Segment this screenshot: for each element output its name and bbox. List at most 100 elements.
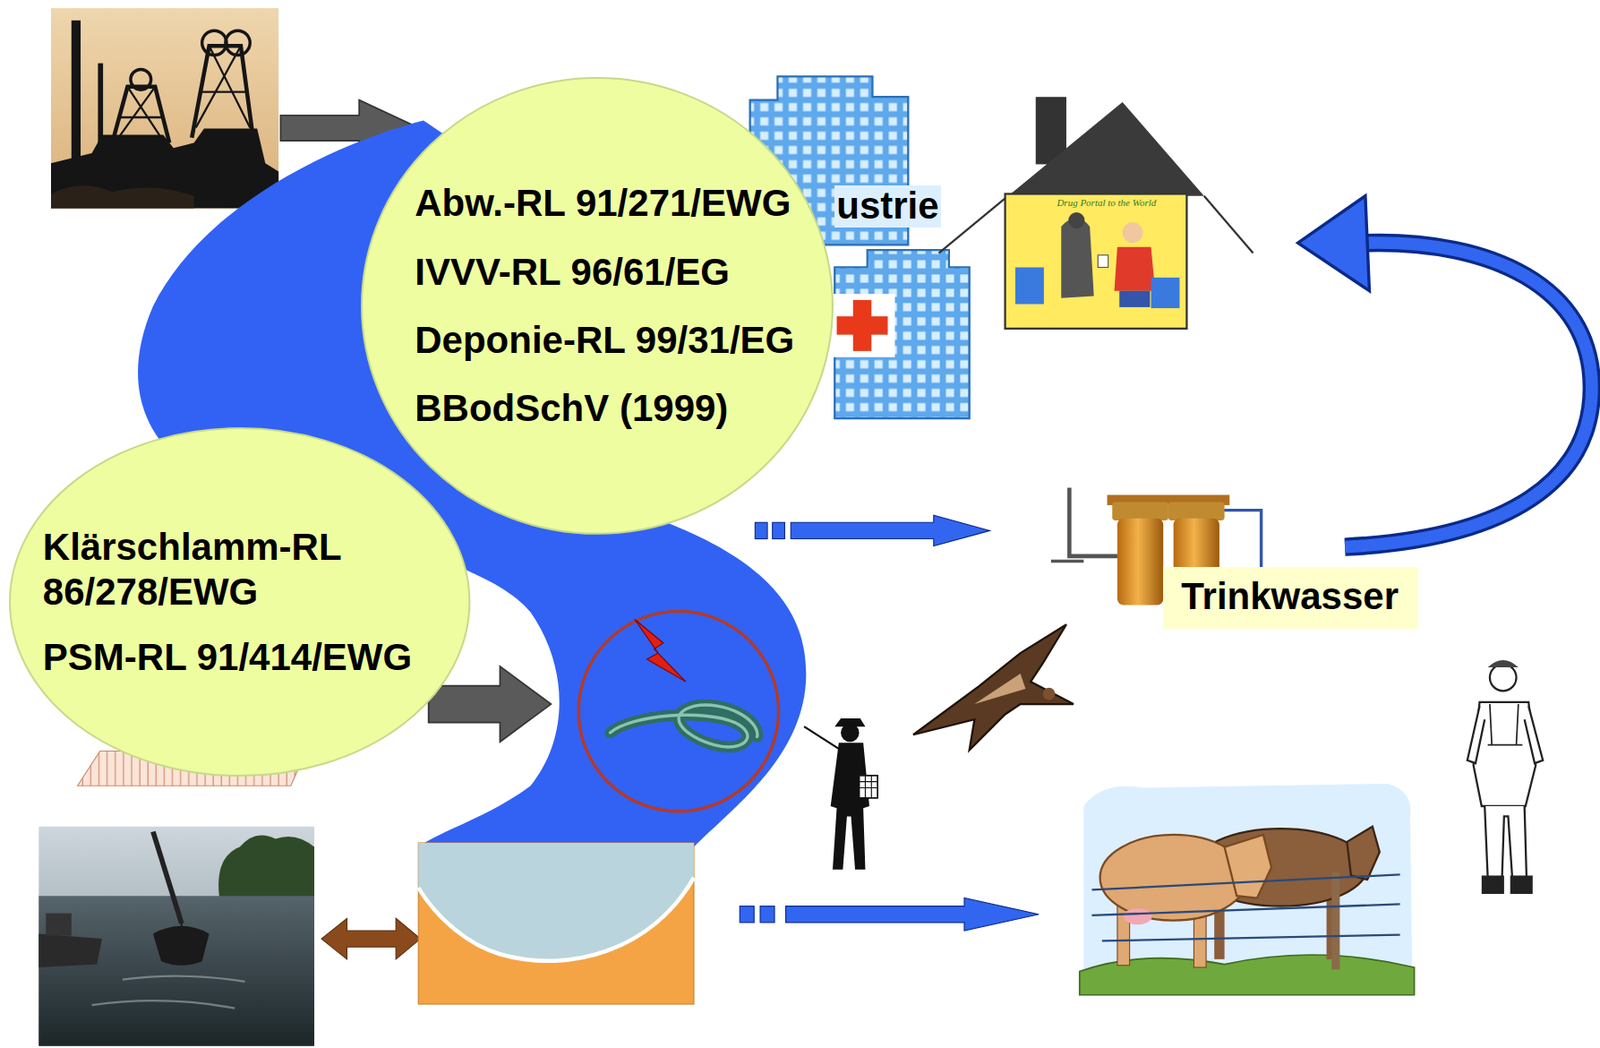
kite-bird-part [1043,687,1056,701]
water-filter-part [1051,559,1084,563]
node-text: Klärschlamm-RL 86/278/EWG [42,524,437,616]
mine-picture-part [71,20,81,174]
farmer-part [1510,874,1533,894]
sediment-section [418,842,694,1004]
dredger-photo-part [153,925,210,966]
house-part [1005,193,1188,328]
dredger-photo-part [38,932,103,967]
mine-picture-part [202,30,227,55]
exchange-arrow-part [321,917,421,959]
node-text: Trinkwasser [1180,573,1399,619]
house-part [1119,290,1150,308]
water-filter-part [1168,502,1225,522]
kite-bird-part [913,624,1074,750]
fisherman-part [859,775,879,798]
water-filter-part [1112,502,1169,522]
cows-picture [1079,783,1415,995]
text-block: Klärschlamm-RL 86/278/EWG PSM-RL 91/414/E… [42,524,437,680]
eel-symbol [578,610,779,811]
dredger-photo-part [38,826,315,1046]
directive-ellipse: Klärschlamm-RL 86/278/EWG PSM-RL 91/414/E… [8,426,471,778]
node-text: PSM-RL 91/414/EWG [42,634,437,680]
cows-picture-part [1102,934,1401,942]
cows-picture-part [1091,903,1400,916]
industry-label: ustrie [834,185,941,227]
house-part [1151,277,1181,309]
cows-picture-part [1224,834,1272,899]
cows-picture-part [1083,783,1412,984]
farmer-part [1489,664,1517,692]
sediment-section-part [418,877,694,961]
flow-arrow [754,514,990,546]
mine-picture-part [191,45,253,138]
node-text: Deponie-RL 99/31/EG [414,317,795,363]
mine-picture-part [51,185,195,208]
cows-picture-part [1346,826,1379,880]
flow-arrow-part [754,521,768,539]
fisherman-part [830,742,870,869]
water-filter-part [1219,510,1262,572]
flow-arrow-part [772,521,786,539]
farmer-part [1488,659,1519,668]
mine-picture-part [130,68,152,90]
hospital-building-part [831,293,896,358]
node-text: Abw.-RL 91/271/EWG [414,180,795,226]
mine-picture-part [97,63,103,146]
house-part [1008,102,1205,197]
farmer-part [1481,874,1505,894]
flow-arrow-part [760,906,775,923]
dredger-photo-part [153,830,182,924]
return-arrow-part [1344,242,1592,548]
hospital-building [831,249,970,419]
fisherman [804,718,878,870]
dredger-photo-part [45,913,71,936]
dredger-photo-part [92,975,246,1009]
dredger-photo-part [38,895,315,1045]
flow-arrow [739,898,1039,931]
flow-arrow-part [739,906,754,923]
return-arrow-part [1298,196,1370,291]
text-area: Abw.-RL 91/271/EWG IVVV-RL 96/61/EG Deponi… [359,76,835,536]
return-arrow [1298,196,1592,548]
node-text: IVVV-RL 96/61/EG [414,249,795,295]
sediment-section-part [418,842,694,1004]
mine-picture-part [196,45,250,128]
return-arrow-part [1344,242,1592,548]
mine-picture-part [118,86,162,138]
farmer-part [1488,703,1523,745]
house-part [1060,217,1094,298]
eel-symbol-part [578,610,779,811]
house-part [938,196,1008,254]
dredger-photo-part [218,834,315,903]
ellipse-shape [9,427,470,776]
farmer-part [1484,805,1527,878]
house-part [1015,266,1044,304]
drinking-water-label: Trinkwasser [1163,566,1419,629]
ellipse-shape [361,77,833,534]
ellipse-outline [359,76,835,536]
text-block: Abw.-RL 91/271/EWG IVVV-RL 96/61/EG Deponi… [414,180,795,432]
cows-picture-part [1331,872,1340,969]
water-filter-part [1117,518,1164,606]
text-area: Klärschlamm-RL 86/278/EWG PSM-RL 91/414/E… [8,426,471,778]
flow-arrow-part [790,514,990,546]
house [938,96,1253,329]
fisherman-part [834,718,865,727]
cows-picture-part [1123,907,1153,925]
house-part [1122,222,1144,243]
directive-circle: Abw.-RL 91/271/EWG IVVV-RL 96/61/EG Deponi… [359,76,835,536]
kite-bird [913,624,1074,750]
hospital-building-part [853,299,873,351]
mine-picture-part [51,128,279,209]
eel-symbol-part [610,704,758,747]
picture-caption: Drug Portal to the World [1054,196,1158,208]
mine-picture [51,8,279,208]
sediment-section-part [418,842,694,961]
house-part [1204,196,1254,254]
eel-symbol-part [610,704,758,747]
farmer-part [1467,705,1485,763]
hospital-building-part [834,249,969,419]
mine-picture-part [225,30,250,55]
house-part [1114,247,1156,291]
